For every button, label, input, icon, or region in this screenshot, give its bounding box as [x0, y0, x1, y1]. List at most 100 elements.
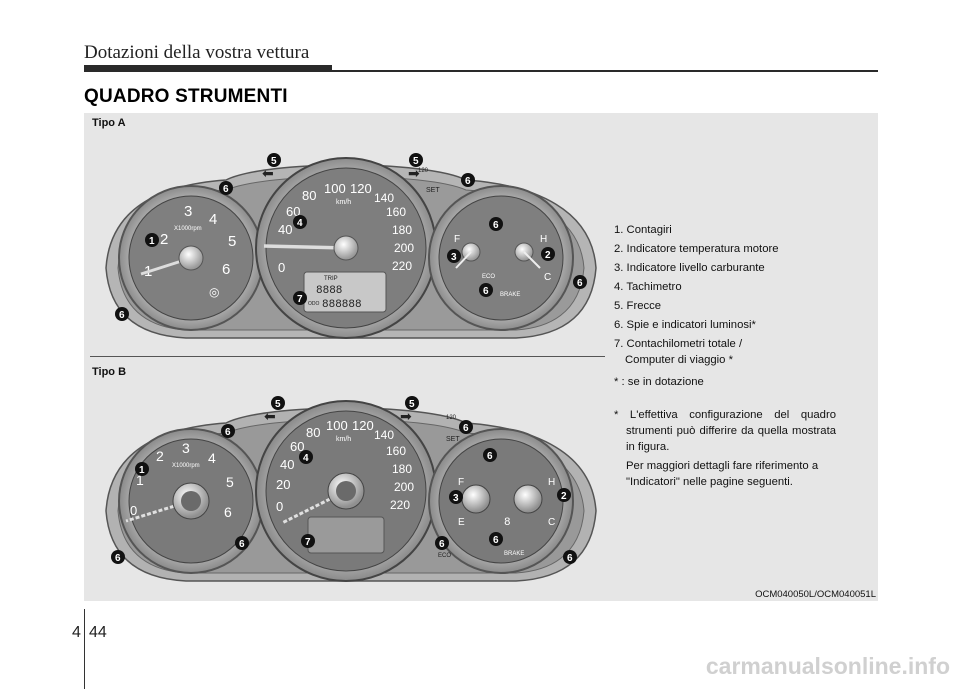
speed-tick-120: 120: [352, 418, 374, 433]
speed-tick-80: 80: [306, 425, 320, 440]
speed-tick-220: 220: [392, 259, 412, 273]
svg-text:6: 6: [115, 553, 121, 564]
legend-item: 6. Spie e indicatori luminosi*: [614, 319, 756, 331]
speed-unit: km/h: [336, 436, 351, 443]
speed-tick-160: 160: [386, 444, 406, 458]
tacho-tick-2: 2: [156, 448, 164, 464]
legend-item-continuation: Computer di viaggio *: [625, 354, 734, 366]
callout-7: 7: [293, 291, 307, 305]
svg-text:4: 4: [303, 453, 309, 464]
speed-tick-180: 180: [392, 223, 412, 237]
svg-text:6: 6: [493, 220, 499, 231]
lcd-odo-digits: 888888: [322, 299, 362, 311]
callout-6: 6: [235, 536, 249, 550]
svg-text:5: 5: [413, 156, 419, 167]
footer-watermark-url: carmanualsonline.info: [705, 653, 950, 679]
svg-text:6: 6: [465, 176, 471, 187]
tacho-tick-6: 6: [224, 504, 232, 520]
right-turn-arrow-icon: ➡: [400, 408, 412, 424]
temp-hot-label: H: [548, 477, 555, 488]
section-title: QUADRO STRUMENTI: [84, 86, 288, 107]
tacho-unit: X1000rpm: [172, 463, 200, 469]
figure-code: OCM040050L/OCM040051L: [755, 589, 876, 600]
speed-tick-40: 40: [280, 457, 294, 472]
legend-item: 3. Indicatore livello carburante: [614, 262, 765, 274]
fuel-hub: [461, 484, 491, 514]
speed-tick-0: 0: [276, 499, 283, 514]
svg-text:6: 6: [119, 310, 125, 321]
svg-text:5: 5: [275, 399, 281, 410]
configuration-notice: * L'effettiva configurazione del quadro …: [614, 407, 836, 490]
eco-indicator: ECO: [482, 274, 495, 280]
speed-tick-140: 140: [374, 191, 394, 205]
callout-6: 6: [573, 275, 587, 289]
svg-text:2: 2: [561, 491, 567, 502]
callout-6: 6: [219, 181, 233, 195]
callout-2: 2: [557, 488, 571, 502]
cluster-type-a: 2 3 4 5 6 1 X1000rpm ◎ 0 40 60 80 100 12…: [105, 153, 597, 339]
left-turn-arrow-icon: ⬅: [262, 165, 274, 181]
svg-text:6: 6: [483, 286, 489, 297]
svg-text:6: 6: [493, 535, 499, 546]
lcd-odo-label: ODO: [308, 301, 320, 307]
left-turn-arrow-icon: ⬅: [264, 408, 276, 424]
svg-text:1: 1: [149, 236, 155, 247]
callout-4: 4: [299, 450, 313, 464]
callout-4: 4: [293, 215, 307, 229]
tpms-warning-icon: ◎: [209, 285, 219, 299]
header-rule-thin: [332, 70, 878, 72]
callout-6: 6: [563, 550, 577, 564]
callout-1: 1: [145, 233, 159, 247]
page-number-rule: [84, 609, 85, 689]
notice-paragraph: * L'effettiva configurazione del quadro …: [614, 409, 836, 453]
callout-6: 6: [459, 420, 473, 434]
svg-text:6: 6: [439, 539, 445, 550]
callout-5-left: 5: [271, 396, 285, 410]
callout-6: 6: [483, 448, 497, 462]
speed-tick-220: 220: [390, 498, 410, 512]
callout-6: 6: [489, 217, 503, 231]
callout-6: 6: [489, 532, 503, 546]
svg-text:6: 6: [567, 553, 573, 564]
brake-warning: BRAKE: [504, 551, 524, 557]
callout-6: 6: [435, 536, 449, 550]
set-indicator: SET: [426, 187, 440, 194]
speed-tick-160: 160: [386, 205, 406, 219]
speed-tick-180: 180: [392, 462, 412, 476]
tacho-tick-6: 6: [222, 261, 230, 278]
tacho-tick-3: 3: [184, 203, 192, 220]
callout-5-left: 5: [267, 153, 281, 167]
speed-tick-60: 60: [290, 439, 304, 454]
temp-cold-label: C: [548, 517, 555, 528]
callout-6: 6: [479, 283, 493, 297]
svg-text:5: 5: [409, 399, 415, 410]
tacho-tick-4: 4: [209, 211, 217, 228]
speed-tick-200: 200: [394, 480, 414, 494]
callout-2: 2: [541, 247, 555, 261]
chapter-number: 4: [72, 624, 81, 641]
svg-text:6: 6: [577, 278, 583, 289]
temp-hub: [513, 484, 543, 514]
svg-text:6: 6: [487, 451, 493, 462]
tacho-hub: [178, 245, 204, 271]
legend-item: 7. Contachilometri totale /: [614, 338, 743, 350]
svg-text:7: 7: [297, 294, 303, 305]
tacho-tick-4: 4: [208, 450, 216, 466]
legend-item: 5. Frecce: [614, 300, 662, 312]
speed-hub: [333, 235, 359, 261]
callout-5-right: 5: [405, 396, 419, 410]
svg-text:7: 7: [305, 537, 311, 548]
callout-3: 3: [449, 490, 463, 504]
temp-cold-label: C: [544, 272, 551, 283]
lcd-display: [303, 271, 387, 313]
callout-3: 3: [447, 249, 461, 263]
svg-text:6: 6: [223, 184, 229, 195]
header-rule-thick: [84, 65, 332, 72]
legend-footnote: * : se in dotazione: [614, 376, 704, 388]
svg-text:3: 3: [451, 252, 457, 263]
callout-7: 7: [301, 534, 315, 548]
brake-warning: BRAKE: [500, 292, 520, 298]
tacho-tick-5: 5: [228, 233, 236, 250]
speed-tick-100: 100: [324, 181, 346, 196]
lcd-display: [307, 516, 385, 554]
